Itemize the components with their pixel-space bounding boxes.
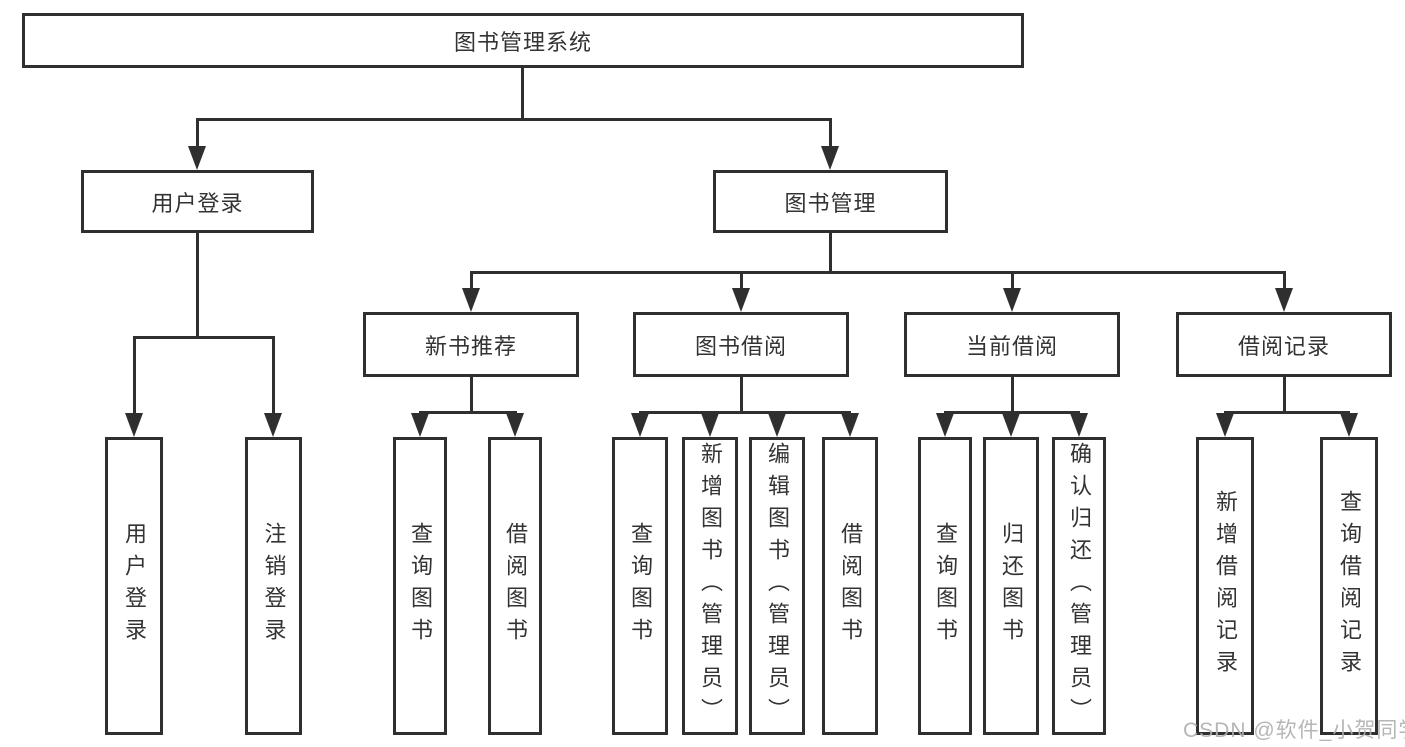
- connector-line-v: [470, 377, 473, 411]
- arrowhead-down-icon: [1002, 413, 1020, 437]
- node-label: 当前借阅: [965, 333, 1058, 359]
- leaf-add-borrow-record: 新增借阅记录: [1196, 437, 1254, 735]
- connector-line-h: [196, 118, 832, 121]
- connector-line-v: [470, 271, 473, 290]
- node-borrowing-records: 借阅记录: [1176, 312, 1392, 377]
- connector-line-h: [1224, 411, 1350, 414]
- node-label: 图书管理系统: [453, 29, 592, 55]
- arrowhead-down-icon: [125, 413, 143, 437]
- arrowhead-down-icon: [631, 413, 649, 437]
- arrowhead-down-icon: [1070, 413, 1088, 437]
- connector-line-v: [1011, 271, 1014, 290]
- connector-line-v: [1283, 271, 1286, 290]
- node-label: 用户登录: [151, 190, 244, 216]
- connector-line-v: [1283, 377, 1286, 411]
- leaf-label: 用户登录: [122, 522, 147, 650]
- connector-line-v: [1011, 377, 1014, 411]
- leaf-label: 借阅图书: [838, 522, 863, 650]
- arrowhead-down-icon: [732, 288, 750, 312]
- node-label: 新书推荐: [424, 333, 517, 359]
- leaf-query-books-borrowing: 查询图书: [612, 437, 668, 735]
- leaf-label: 查询图书: [408, 522, 433, 650]
- leaf-return-books: 归还图书: [983, 437, 1039, 735]
- leaf-query-books-current: 查询图书: [918, 437, 972, 735]
- connector-line-v: [740, 377, 743, 411]
- connector-line-v: [133, 336, 136, 414]
- node-label: 图书管理: [784, 190, 877, 216]
- leaf-query-books-recommendation: 查询图书: [393, 437, 447, 735]
- watermark: CSDN @软件_小贺同学: [1183, 719, 1405, 742]
- arrowhead-down-icon: [506, 413, 524, 437]
- node-label: 图书借阅: [694, 333, 787, 359]
- arrowhead-down-icon: [462, 288, 480, 312]
- arrowhead-down-icon: [841, 413, 859, 437]
- arrowhead-down-icon: [1216, 413, 1234, 437]
- connector-line-v: [196, 233, 199, 336]
- leaf-user-login: 用户登录: [105, 437, 163, 735]
- leaf-add-book-admin: 新增图书（管理员）: [682, 437, 738, 735]
- node-book-borrowing: 图书借阅: [633, 312, 849, 377]
- leaf-label: 归还图书: [999, 522, 1024, 650]
- connector-line-v: [740, 271, 743, 290]
- leaf-label: 确认归还（管理员）: [1067, 442, 1092, 730]
- connector-line-h: [470, 271, 1286, 274]
- connector-line-v: [272, 336, 275, 414]
- leaf-logout: 注销登录: [245, 437, 302, 735]
- node-current-borrowing: 当前借阅: [904, 312, 1120, 377]
- arrowhead-down-icon: [1275, 288, 1293, 312]
- connector-line-v: [829, 118, 832, 148]
- leaf-label: 新增图书（管理员）: [698, 442, 723, 730]
- arrowhead-down-icon: [1340, 413, 1358, 437]
- connector-line-h: [133, 336, 275, 339]
- leaf-query-borrow-record: 查询借阅记录: [1320, 437, 1378, 735]
- connector-line-h: [639, 411, 851, 414]
- arrowhead-down-icon: [768, 413, 786, 437]
- node-label: 借阅记录: [1237, 333, 1330, 359]
- leaf-label: 注销登录: [261, 522, 287, 650]
- arrowhead-down-icon: [411, 413, 429, 437]
- arrowhead-down-icon: [188, 146, 206, 170]
- leaf-confirm-return-admin: 确认归还（管理员）: [1052, 437, 1106, 735]
- connector-line-v: [196, 118, 199, 148]
- leaf-label: 查询图书: [628, 522, 653, 650]
- leaf-label: 新增借阅记录: [1213, 490, 1238, 682]
- leaf-borrow-books-recommendation: 借阅图书: [488, 437, 542, 735]
- leaf-label: 查询借阅记录: [1337, 490, 1362, 682]
- arrowhead-down-icon: [936, 413, 954, 437]
- node-library-management-system: 图书管理系统: [22, 13, 1024, 68]
- leaf-label: 编辑图书（管理员）: [765, 442, 790, 730]
- arrowhead-down-icon: [264, 413, 282, 437]
- arrowhead-down-icon: [1003, 288, 1021, 312]
- node-user-login-branch: 用户登录: [81, 170, 314, 233]
- leaf-label: 查询图书: [933, 522, 958, 650]
- node-new-book-recommendation: 新书推荐: [363, 312, 579, 377]
- connector-line-v: [521, 68, 524, 118]
- node-book-management: 图书管理: [713, 170, 948, 233]
- arrowhead-down-icon: [821, 146, 839, 170]
- connector-line-h: [944, 411, 1080, 414]
- connector-line-h: [419, 411, 517, 414]
- leaf-borrow-books: 借阅图书: [822, 437, 878, 735]
- arrowhead-down-icon: [701, 413, 719, 437]
- leaf-edit-book-admin: 编辑图书（管理员）: [749, 437, 805, 735]
- leaf-label: 借阅图书: [503, 522, 528, 650]
- connector-line-v: [829, 233, 832, 271]
